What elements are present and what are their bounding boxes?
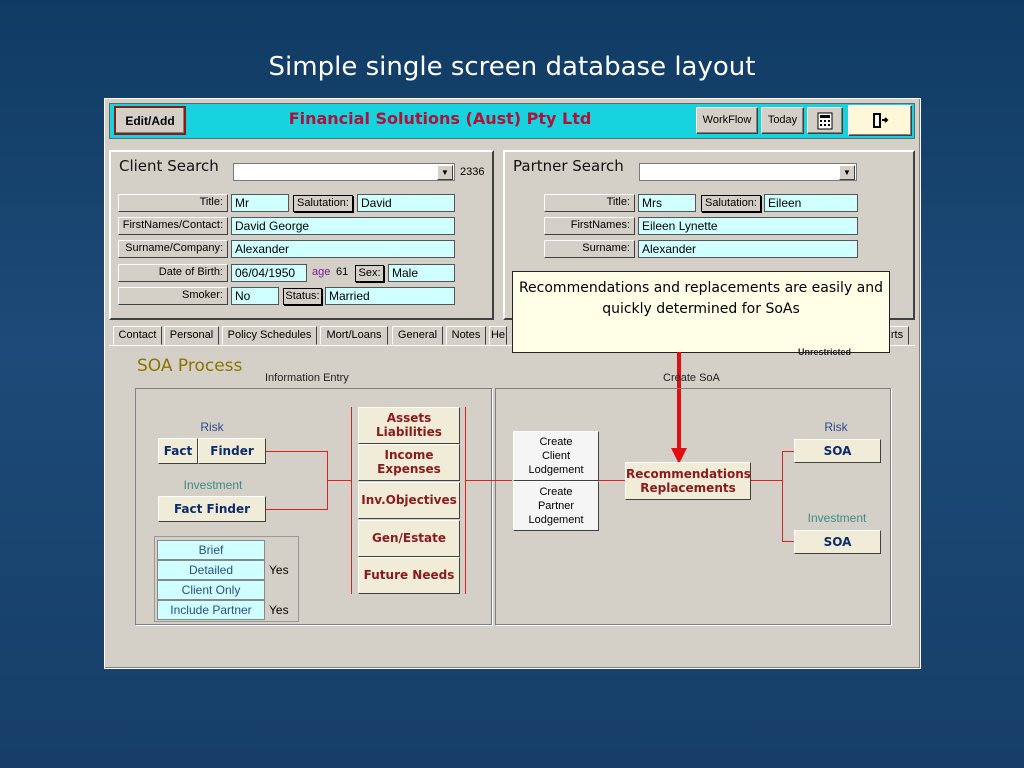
client-firstnames-label: FirstNames/Contact: — [118, 217, 228, 235]
client-surname-field[interactable]: Alexander — [231, 240, 455, 258]
option-include-partner[interactable]: Include Partner — [157, 600, 265, 620]
create-soa-group — [495, 388, 891, 625]
partner-firstnames-label: FirstNames: — [544, 217, 635, 235]
partner-salutation-field[interactable]: Eileen — [764, 194, 858, 212]
create-soa-caption: Create SoA — [663, 372, 720, 384]
connector — [266, 451, 328, 452]
workflow-button[interactable]: WorkFlow — [696, 107, 758, 134]
exit-button[interactable] — [848, 105, 912, 136]
tab-contact[interactable]: Contact — [113, 326, 162, 345]
option-value: Yes — [269, 563, 289, 577]
connector — [782, 451, 794, 452]
client-title-field[interactable]: Mr — [231, 194, 289, 212]
client-salutation-field[interactable]: David — [357, 194, 455, 212]
tab-personal[interactable]: Personal — [164, 326, 219, 345]
tab-notes[interactable]: Notes — [446, 326, 486, 345]
connector — [266, 509, 328, 510]
callout-arrow-shaft — [677, 352, 681, 452]
partner-surname-label: Surname: — [544, 240, 635, 258]
options-box — [154, 536, 299, 622]
entry-button-inv-objectives[interactable]: Inv.Objectives — [358, 482, 460, 519]
finder-button[interactable]: Finder — [198, 438, 266, 464]
client-sex-button[interactable]: Sex: — [355, 265, 384, 282]
entry-button-future-needs[interactable]: Future Needs — [358, 557, 460, 594]
calculator-icon — [817, 112, 833, 130]
client-age-value: 61 — [336, 266, 349, 278]
edit-add-button[interactable]: Edit/Add — [114, 106, 186, 135]
connector — [751, 480, 783, 481]
bracket-right — [465, 407, 466, 594]
risk-output-label: Risk — [824, 420, 848, 434]
bracket-left — [351, 407, 352, 594]
entry-button-income-expenses[interactable]: Income Expenses — [358, 444, 460, 481]
option-value: Yes — [269, 603, 289, 617]
connector — [599, 480, 625, 481]
callout-arrow-head — [671, 448, 687, 464]
unrestricted-label: Unrestricted — [798, 347, 852, 357]
client-dob-field[interactable]: 06/04/1950 — [231, 264, 307, 282]
client-sex-field[interactable]: Male — [388, 264, 455, 282]
information-entry-caption: Information Entry — [265, 372, 349, 384]
partner-title-field[interactable]: Mrs — [638, 194, 696, 212]
risk-label: Risk — [200, 420, 224, 434]
option-brief[interactable]: Brief — [157, 540, 265, 560]
client-status-button[interactable]: Status: — [283, 288, 322, 305]
connector — [466, 480, 512, 481]
exit-door-icon — [873, 113, 889, 128]
soa-title: SOA Process — [137, 356, 243, 376]
connector — [782, 451, 783, 542]
partner-search-title: Partner Search — [513, 157, 624, 175]
fact-finder-button[interactable]: Fact Finder — [158, 496, 266, 522]
recommendations-replacements-button[interactable]: Recommendations Replacements — [625, 462, 751, 500]
create-client-lodgement-button[interactable]: Create Client Lodgement — [513, 431, 599, 481]
client-smoker-label: Smoker: — [118, 287, 228, 305]
option-detailed[interactable]: Detailed — [157, 560, 265, 580]
client-age-label: age — [312, 266, 331, 278]
connector — [327, 480, 351, 481]
create-partner-lodgement-button[interactable]: Create Partner Lodgement — [513, 481, 599, 531]
entry-button-assets-liabilities[interactable]: Assets Liabilities — [358, 407, 460, 444]
option-client-only[interactable]: Client Only — [157, 580, 265, 600]
partner-salutation-button[interactable]: Salutation: — [701, 195, 761, 212]
client-search-combo[interactable]: ▼ — [233, 163, 455, 181]
callout-box: Recommendations and replacements are eas… — [512, 271, 890, 353]
client-surname-label: Surname/Company: — [118, 240, 228, 258]
partner-title-label: Title: — [544, 194, 635, 212]
tab-he[interactable]: He — [489, 326, 507, 345]
connector — [782, 541, 794, 542]
partner-search-combo[interactable]: ▼ — [639, 163, 857, 181]
slide-title: Simple single screen database layout — [268, 52, 756, 82]
fact-button[interactable]: Fact — [158, 438, 198, 464]
investment-output-label: Investment — [807, 511, 867, 525]
tab-mort-loans[interactable]: Mort/Loans — [320, 326, 388, 345]
chevron-down-icon[interactable]: ▼ — [437, 165, 453, 180]
information-entry-group — [135, 388, 492, 625]
client-dob-label: Date of Birth: — [118, 264, 228, 282]
partner-surname-field[interactable]: Alexander — [638, 240, 858, 258]
partner-firstnames-field[interactable]: Eileen Lynette — [638, 217, 858, 235]
client-firstnames-field[interactable]: David George — [231, 217, 455, 235]
investment-label: Investment — [183, 478, 243, 492]
soa-investment-button[interactable]: SOA — [794, 530, 881, 554]
today-button[interactable]: Today — [761, 107, 804, 134]
client-status-field[interactable]: Married — [325, 287, 455, 305]
entry-button-gen-estate[interactable]: Gen/Estate — [358, 520, 460, 557]
tab-general[interactable]: General — [392, 326, 443, 345]
client-smoker-field[interactable]: No — [231, 287, 279, 305]
soa-risk-button[interactable]: SOA — [794, 439, 881, 463]
calculator-button[interactable] — [807, 107, 843, 134]
client-count: 2336 — [460, 166, 485, 178]
tab-policy-schedules[interactable]: Policy Schedules — [222, 326, 317, 345]
client-search-title: Client Search — [119, 157, 219, 175]
app-name: Financial Solutions (Aust) Pty Ltd — [288, 109, 592, 128]
chevron-down-icon[interactable]: ▼ — [839, 165, 855, 180]
client-salutation-button[interactable]: Salutation: — [293, 195, 353, 212]
client-title-label: Title: — [118, 194, 228, 212]
